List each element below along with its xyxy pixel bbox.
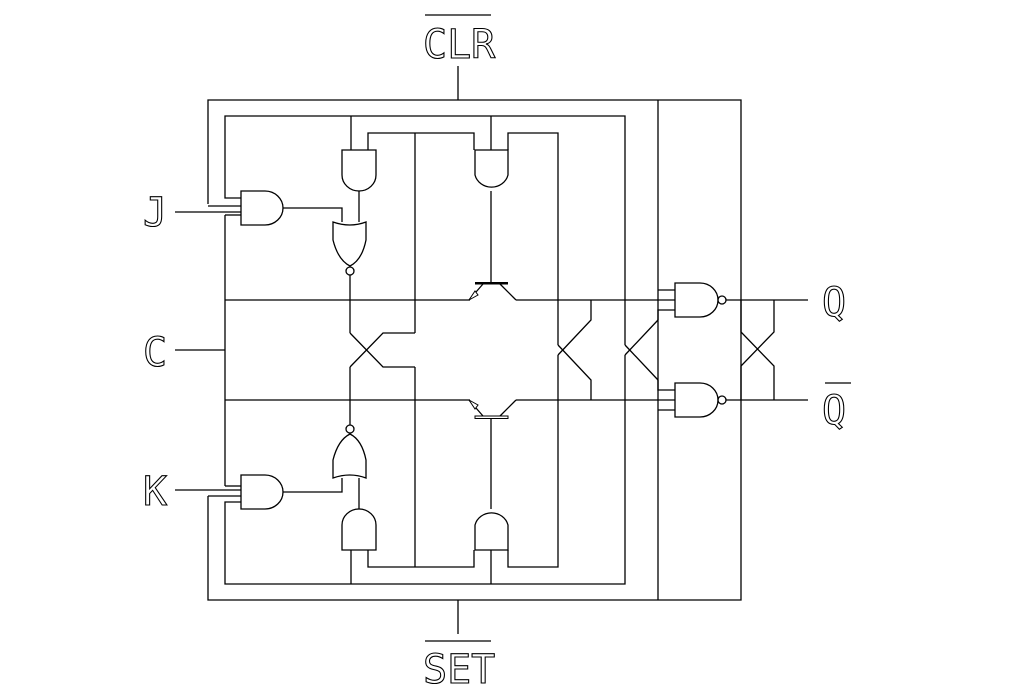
transistor-top <box>468 282 517 301</box>
wire-crossover-output <box>740 300 775 400</box>
wire-top-rail-left <box>367 132 475 150</box>
wire-and-k-out <box>283 478 343 493</box>
wire-clock <box>175 214 470 487</box>
nor-gate-bottom <box>332 424 367 479</box>
wire-crossover-mid <box>557 300 592 400</box>
label-q-bar: Q <box>822 388 846 434</box>
wire-crossover-nand <box>624 309 675 391</box>
wire-bot-rail-right <box>507 355 559 568</box>
label-set: SET <box>423 647 495 693</box>
inverter-bubble <box>345 266 355 276</box>
and-gate-top-right <box>474 149 509 188</box>
label-clr: CLR <box>423 22 496 68</box>
and-gate-bottom-left <box>341 508 377 551</box>
wire-crossover-left <box>349 332 415 368</box>
nand-gate-q <box>674 282 727 318</box>
transistor-bottom <box>468 399 517 419</box>
inverter-bubble <box>717 395 727 405</box>
label-q: Q <box>822 280 846 326</box>
wire-outer-loop <box>207 99 742 601</box>
wire-inner-bot <box>224 355 626 585</box>
inverter-bubble <box>717 295 727 305</box>
label-j: J <box>143 190 167 236</box>
wire-inner-top <box>224 115 626 345</box>
and-gate-top-left <box>341 149 377 192</box>
and-gate-bottom-right <box>474 512 509 551</box>
nand-gate-q-bar <box>674 382 727 418</box>
wire-bot-rail-left <box>367 550 475 568</box>
wire-and-j-out <box>283 207 343 222</box>
nor-gate-top <box>332 221 367 276</box>
and-gate-j <box>240 190 284 226</box>
wire-top-rail-right <box>507 132 559 345</box>
label-c: C <box>143 330 167 376</box>
label-k: K <box>143 469 167 515</box>
and-gate-k <box>240 474 284 510</box>
inverter-bubble <box>345 424 355 434</box>
